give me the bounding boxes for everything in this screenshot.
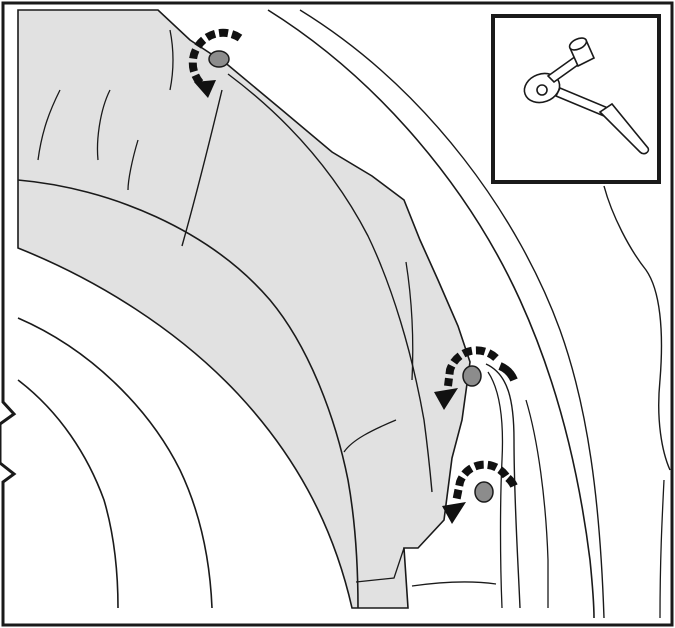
bracket-line [487,371,504,609]
liner-contour [405,261,414,381]
tire-inner-arc [17,317,213,609]
liner-rib [127,139,139,191]
tire-outer-arc [17,179,359,609]
fender-edge-line [267,9,595,619]
rotate-ccw-arrow-icon [442,460,518,524]
liner-crease [343,419,397,453]
tool-inset [491,14,661,184]
fastener-top [188,28,243,98]
fastener-lower [442,460,518,524]
liner-rib [37,89,61,161]
liner-rib [169,29,174,91]
push-pin-clip [462,365,482,387]
tire-small-arc [17,379,119,609]
ratchet-wrench-icon [523,37,650,155]
bracket-line [411,581,497,587]
bracket-line [525,399,549,608]
fastener-middle [434,346,518,410]
liner-rib [96,89,111,161]
push-pin-clip [208,50,230,68]
rotate-ccw-arrow-icon [434,346,518,410]
body-panel-line [659,479,665,619]
liner-crease [355,547,405,583]
rotate-ccw-arrow-icon [188,28,243,98]
fender-edge-line [299,9,605,619]
liner-rib [181,89,223,247]
wheel-well-liner [17,9,471,609]
bracket-line [485,363,521,609]
liner-contour [227,73,433,493]
body-panel-line [603,185,671,471]
push-pin-clip [474,481,494,503]
